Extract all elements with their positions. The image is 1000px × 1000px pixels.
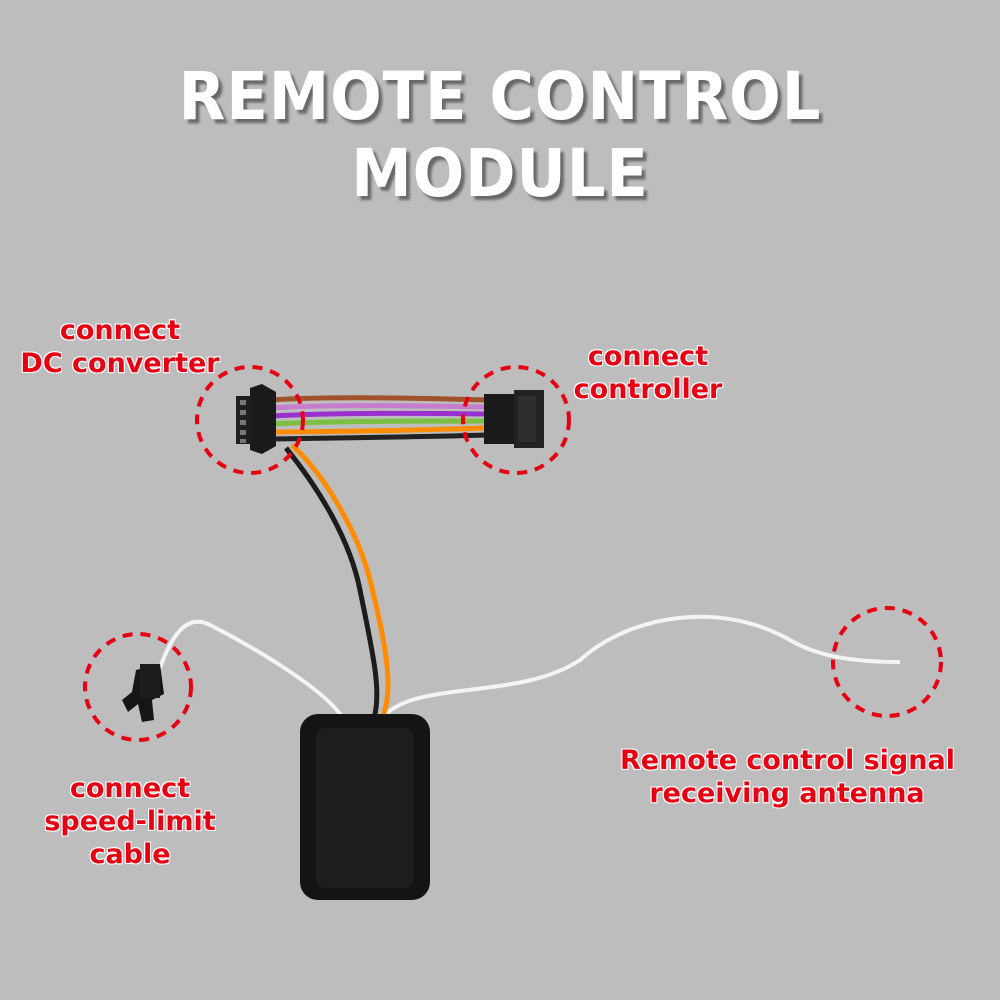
antenna-label-line1: Remote control signal	[620, 745, 955, 776]
speed-limit-callout	[83, 632, 193, 742]
speed-limit-label: connect speed-limit cable	[40, 772, 220, 871]
page-title: REMOTE CONTROL MODULE	[178, 58, 822, 212]
dc-converter-label: connect DC converter	[14, 314, 226, 380]
speed-limit-label-line1: connect	[69, 773, 191, 804]
speed-limit-wire	[158, 619, 347, 723]
controller-label: connect controller	[568, 340, 728, 406]
speed-limit-label-line2: speed-limit	[44, 806, 216, 837]
speed-limit-label-line3: cable	[89, 839, 171, 870]
black-signal-wire	[284, 446, 380, 719]
controller-label-line2: controller	[573, 374, 723, 405]
antenna-callout	[831, 606, 943, 718]
orange-signal-wire	[290, 443, 391, 720]
dc-converter-connector	[236, 384, 276, 454]
dc-converter-callout	[195, 365, 305, 475]
antenna-label: Remote control signal receiving antenna	[620, 744, 955, 810]
remote-control-module-box	[300, 714, 430, 900]
controller-callout	[461, 365, 571, 475]
speed-limit-connector	[122, 664, 164, 722]
controller-label-line1: connect	[587, 341, 709, 372]
antenna-wire	[383, 614, 901, 717]
antenna-label-line2: receiving antenna	[649, 778, 925, 809]
dc-converter-label-line2: DC converter	[20, 348, 220, 379]
controller-connector	[484, 390, 544, 448]
dc-converter-label-line1: connect	[59, 315, 181, 346]
